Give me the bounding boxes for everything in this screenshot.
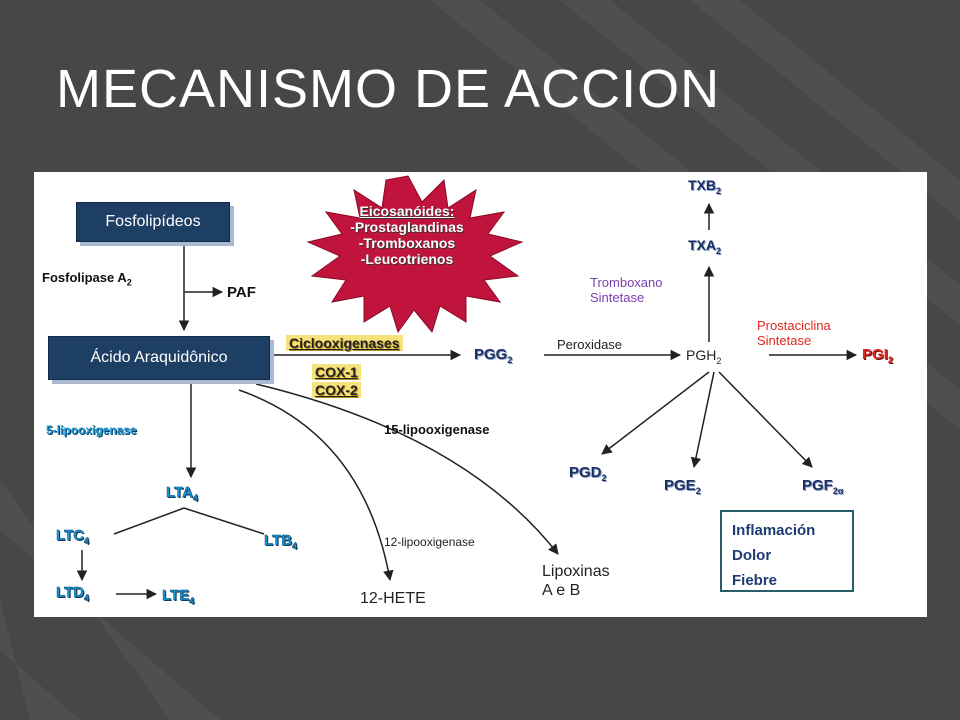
lipoox5-label: 5-lipooxigenase (46, 423, 137, 437)
ltc4-label: LTC4 (56, 527, 90, 546)
ltd4-label: LTD4 (56, 584, 90, 603)
txb2-label: TXB2 (688, 177, 722, 196)
peroxidase-label: Peroxidase (557, 337, 623, 352)
pgf2a-label: PGF2α (802, 477, 844, 496)
eicosanoides-text: Eicosanóides: -Prostaglandinas -Tromboxa… (322, 203, 492, 267)
paf-label: PAF (227, 284, 256, 301)
lipoox12-label: 12-lipooxigenase (384, 535, 475, 549)
effect-item: Inflamación (732, 522, 816, 539)
pgh2-label: PGH2 (686, 347, 722, 366)
slide-title: MECANISMO DE ACCION (56, 59, 721, 119)
pgg2-label: PGG2 (474, 346, 513, 365)
cox1-label: COX-1 (312, 364, 361, 380)
eicosanoides-item: -Leucotrienos (360, 251, 454, 267)
txa2-label: TXA2 (688, 237, 722, 256)
eicosanoides-starburst (306, 175, 524, 334)
pgi2-label: PGI2 (862, 346, 893, 365)
eicosanoides-heading: Eicosanóides: (359, 203, 455, 219)
prostaciclina-sintetase-label: Prostaciclina Sintetase (757, 318, 831, 348)
diagram-arrows (76, 175, 858, 600)
lte4-label: LTE4 (162, 587, 195, 606)
tromboxano-sintetase-label: Tromboxano Sintetase (590, 275, 663, 305)
eicosanoides-item: -Prostaglandinas (350, 219, 464, 235)
fosfolipideos-box: Fosfolipídeos (76, 202, 230, 242)
pge2-label: PGE2 (664, 477, 701, 496)
pgd2-label: PGD2 (569, 464, 607, 483)
eicosanoides-item: -Tromboxanos (358, 235, 456, 251)
effect-item: Fiebre (732, 572, 778, 589)
hete12-label: 12-HETE (360, 590, 426, 607)
ltb4-label: LTB4 (264, 532, 298, 551)
ciclooxigenases-label: Ciclooxigenases (286, 335, 403, 351)
effect-item: Dolor (732, 547, 772, 564)
lta4-label: LTA4 (166, 484, 198, 503)
cox2-label: COX-2 (312, 382, 361, 398)
effects-box: Inflamación Dolor Fiebre (720, 510, 854, 592)
lipoxinas-label: Lipoxinas A e B (542, 563, 610, 599)
fosfolipase-label: Fosfolipase A2 (42, 270, 132, 288)
lipoox15-label: 15-lipooxigenase (384, 422, 490, 437)
diagram-panel: Fosfolipídeos Ácido Araquidônico Fosfoli… (34, 172, 927, 617)
acido-araquidonico-box: Ácido Araquidônico (48, 336, 270, 380)
